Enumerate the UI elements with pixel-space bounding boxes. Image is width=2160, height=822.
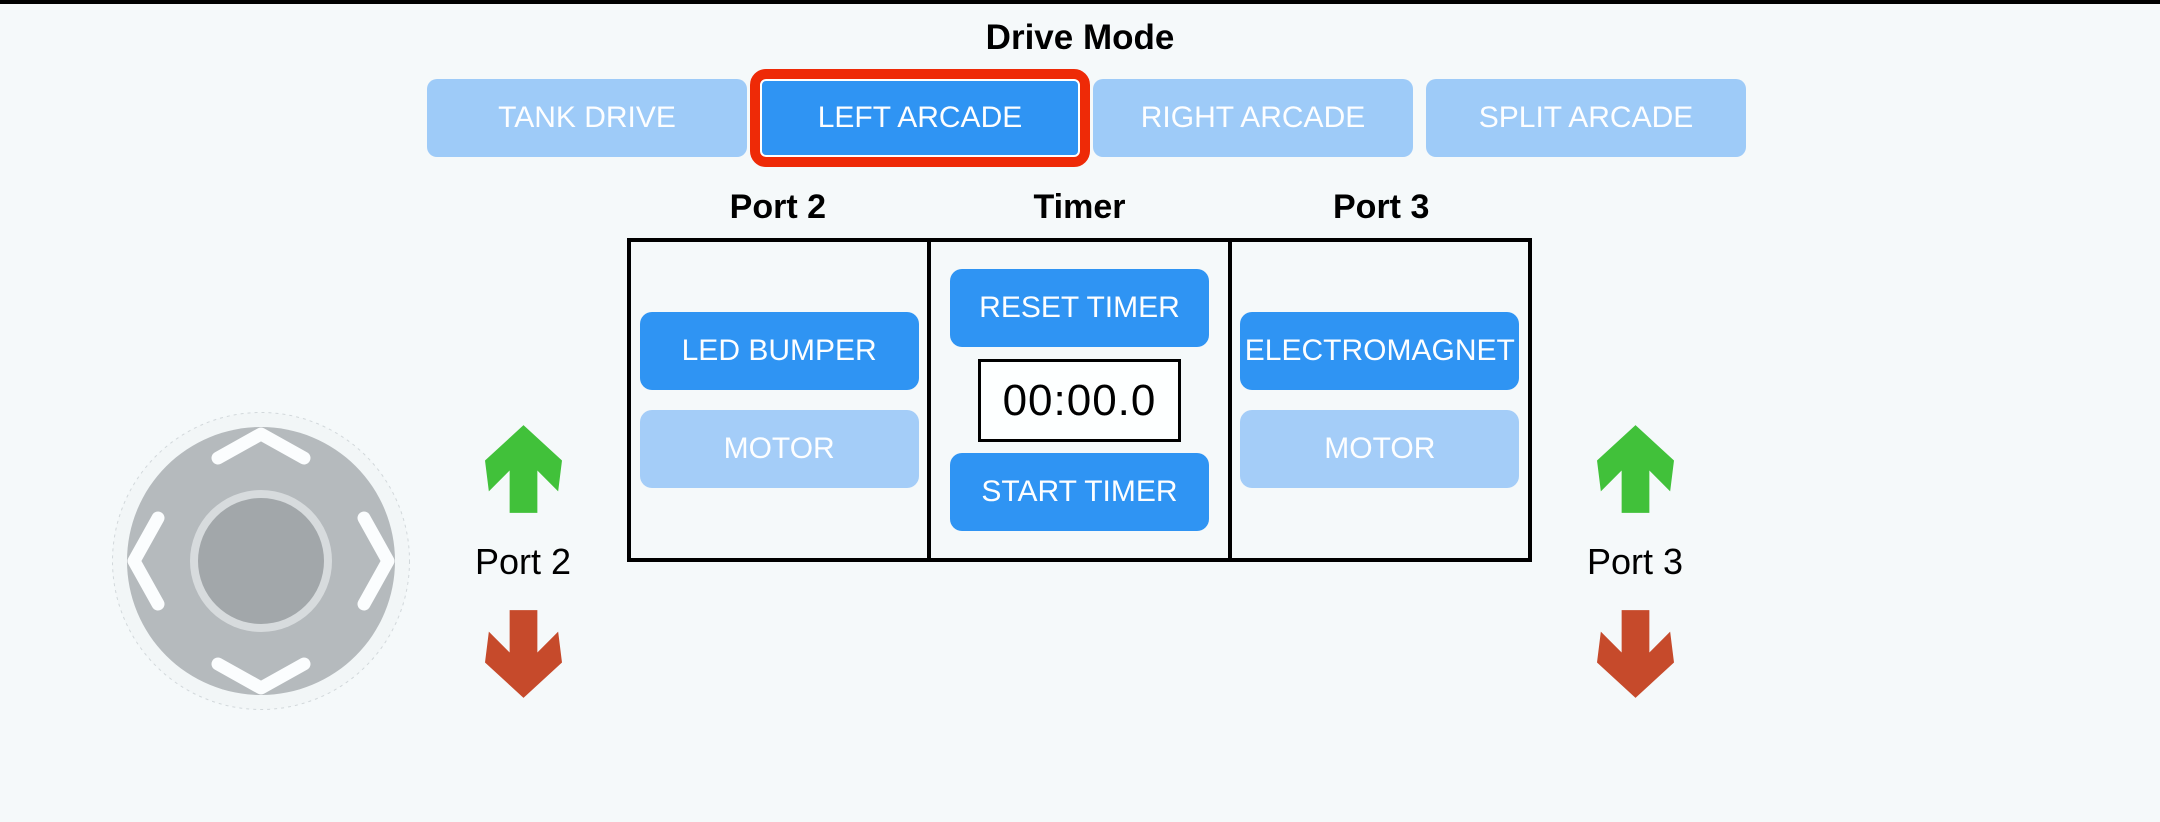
port2-down-arrow-icon[interactable] <box>484 610 562 698</box>
right-arcade-button[interactable]: RIGHT ARCADE <box>1093 79 1413 157</box>
port2-column-header: Port 2 <box>729 188 827 226</box>
port3-down-arrow-icon[interactable] <box>1596 610 1674 698</box>
chevron-down-icon <box>211 657 311 695</box>
tank-drive-button[interactable]: TANK DRIVE <box>427 79 747 157</box>
device-table: LED BUMPER MOTOR RESET TIMER 00:00.0 STA… <box>627 238 1532 562</box>
reset-timer-button[interactable]: RESET TIMER <box>949 269 1209 347</box>
drive-mode-selector: TANK DRIVE LEFT ARCADE RIGHT ARCADE SPLI… <box>427 69 1746 167</box>
joystick[interactable] <box>111 411 411 711</box>
port2-panel: LED BUMPER MOTOR <box>631 242 927 558</box>
port3-panel: ELECTROMAGNET MOTOR <box>1227 242 1528 558</box>
port3-up-arrow-icon[interactable] <box>1596 425 1674 513</box>
electromagnet-button[interactable]: ELECTROMAGNET <box>1240 312 1520 390</box>
port3-direction-control: Port 3 <box>1545 425 1725 698</box>
timer-panel: RESET TIMER 00:00.0 START TIMER <box>927 242 1227 558</box>
port2-up-arrow-icon[interactable] <box>484 425 562 513</box>
chevron-right-icon <box>357 511 395 611</box>
joystick-knob[interactable] <box>198 498 324 624</box>
split-arcade-button[interactable]: SPLIT ARCADE <box>1426 79 1746 157</box>
start-timer-button[interactable]: START TIMER <box>949 453 1209 531</box>
left-arcade-button[interactable]: LEFT ARCADE <box>750 69 1090 167</box>
port2-motor-button[interactable]: MOTOR <box>639 410 919 488</box>
port3-motor-button[interactable]: MOTOR <box>1240 410 1520 488</box>
column-headers: Port 2 Timer Port 3 <box>627 188 1532 227</box>
port3-side-label: Port 3 <box>1586 541 1684 582</box>
top-border <box>0 0 2160 4</box>
timer-column-header: Timer <box>1033 188 1126 226</box>
page-title: Drive Mode <box>985 18 1175 57</box>
port2-side-label: Port 2 <box>474 541 572 582</box>
led-bumper-button[interactable]: LED BUMPER <box>639 312 919 390</box>
chevron-up-icon <box>211 427 311 465</box>
port3-column-header: Port 3 <box>1333 188 1430 226</box>
chevron-left-icon <box>127 511 165 611</box>
port2-direction-control: Port 2 <box>433 425 613 698</box>
timer-display: 00:00.0 <box>977 359 1181 442</box>
